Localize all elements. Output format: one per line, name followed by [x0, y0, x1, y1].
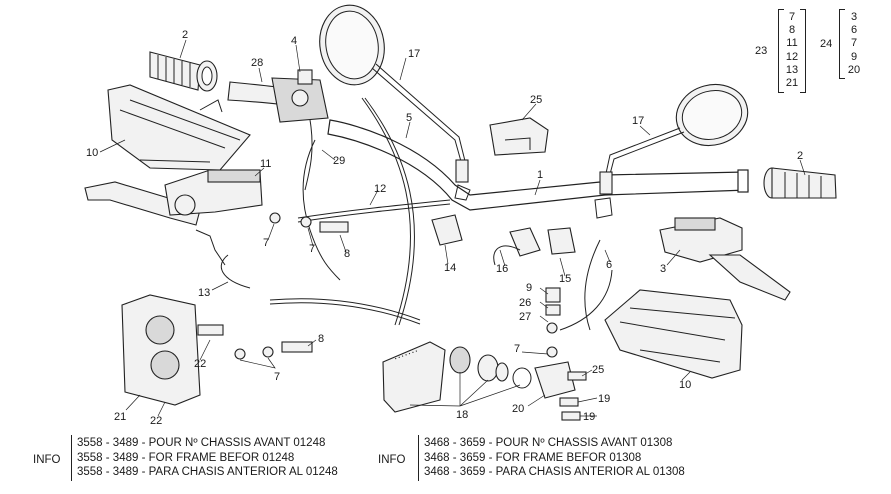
callout-10-right: 10	[679, 379, 691, 391]
group-24-item: 6	[850, 24, 858, 37]
callout-19-b: 19	[583, 411, 595, 423]
callout-3: 3	[660, 263, 666, 275]
callout-28: 28	[251, 57, 263, 69]
callout-26: 26	[519, 297, 531, 309]
callout-7-b: 7	[309, 243, 315, 255]
info-line: 3558 - 3489 - FOR FRAME BEFOR 01248	[77, 451, 295, 464]
callout-21: 21	[114, 411, 126, 423]
callout-12: 12	[374, 183, 386, 195]
group-23-item: 12	[785, 50, 799, 63]
left-grip	[149, 51, 218, 92]
callout-13: 13	[198, 287, 210, 299]
exploded-parts-diagram: ·······	[84, 4, 837, 427]
info-line: 3468 - 3659 - FOR FRAME BEFOR 01308	[424, 451, 642, 464]
cables	[220, 97, 451, 326]
hydraulic-fittings	[534, 269, 613, 421]
group-bracket-23-right	[800, 9, 806, 93]
info-lines-left: 3558 - 3489 - POUR Nº CHASSIS AVANT 0124…	[77, 436, 338, 480]
handlebar	[327, 119, 749, 211]
callout-16: 16	[496, 263, 508, 275]
callout-20: 20	[512, 403, 524, 415]
group-list-24: 3 6 7 9 20	[844, 11, 864, 77]
callout-22-b: 22	[150, 415, 162, 427]
callout-18: 18	[456, 409, 468, 421]
callout-29: 29	[333, 155, 345, 167]
group-bracket-23	[778, 9, 784, 93]
callout-5: 5	[406, 112, 412, 124]
info-label-left: INFO	[33, 454, 61, 466]
callout-11: 11	[260, 158, 271, 170]
switch-cover	[489, 117, 549, 156]
callout-7-a: 7	[263, 237, 269, 249]
right-mirror	[594, 84, 749, 219]
callout-numbers: 2 4 28 17 5 25 17 1 2 10 11 29 12 7 7 8 …	[86, 29, 803, 427]
right-lever-master-cylinder	[584, 217, 791, 331]
right-hand-guard	[604, 289, 743, 379]
callout-10-left: 10	[86, 147, 98, 159]
callout-25-bottom: 25	[592, 364, 604, 376]
group-23-item: 8	[788, 24, 796, 37]
leader-lines	[99, 39, 806, 417]
info-label-right: INFO	[378, 454, 406, 466]
callout-17-right: 17	[632, 115, 644, 127]
callout-14: 14	[444, 262, 456, 274]
callout-7-c: 7	[274, 371, 280, 383]
left-switch-assembly	[227, 69, 329, 191]
info-divider-left	[71, 435, 72, 481]
group-24-item: 9	[850, 50, 858, 63]
group-key-24: 24	[820, 38, 833, 50]
group-24-item: 7	[850, 37, 858, 50]
callout-2-left: 2	[182, 29, 188, 41]
callout-2-right: 2	[797, 150, 803, 162]
info-divider-right	[418, 435, 419, 481]
info-lines-right: 3468 - 3659 - POUR Nº CHASSIS AVANT 0130…	[424, 436, 685, 480]
switch-assemblies	[431, 214, 576, 266]
callout-25-top: 25	[530, 94, 542, 106]
callout-1: 1	[537, 169, 543, 181]
callout-17-left: 17	[408, 48, 420, 60]
callout-6: 6	[606, 259, 612, 271]
group-24-item: 3	[850, 11, 858, 23]
brake-caliper	[121, 294, 201, 406]
group-key-23: 23	[755, 45, 768, 57]
group-24-item: 20	[847, 63, 861, 76]
group-23-item: 7	[788, 11, 796, 23]
group-23-item: 11	[786, 37, 798, 50]
info-line: 3558 - 3489 - POUR Nº CHASSIS AVANT 0124…	[77, 437, 326, 449]
info-line: 3468 - 3659 - PARA CHASIS ANTERIOR AL 01…	[424, 466, 685, 479]
info-line: 3558 - 3489 - PARA CHASIS ANTERIOR AL 01…	[77, 466, 338, 479]
info-line: 3468 - 3659 - POUR Nº CHASSIS AVANT 0130…	[424, 437, 673, 449]
callout-8-a: 8	[344, 248, 350, 260]
callout-19-a: 19	[598, 393, 610, 405]
seal-kit: ·······	[382, 341, 532, 413]
callout-4: 4	[291, 35, 297, 47]
group-23-item: 13	[785, 63, 799, 76]
left-lever-master-cylinder	[84, 169, 263, 266]
group-23-item: 21	[785, 77, 799, 90]
left-mirror	[319, 4, 471, 201]
callout-27: 27	[519, 311, 531, 323]
callout-8-b: 8	[318, 333, 324, 345]
callout-7-d: 7	[514, 343, 520, 355]
group-list-23: 7 8 11 12 13 21	[783, 11, 801, 90]
group-bracket-24	[839, 9, 845, 79]
callout-15: 15	[559, 273, 571, 285]
callout-22-a: 22	[194, 358, 206, 370]
callout-9: 9	[526, 282, 532, 294]
right-grip	[763, 167, 837, 199]
